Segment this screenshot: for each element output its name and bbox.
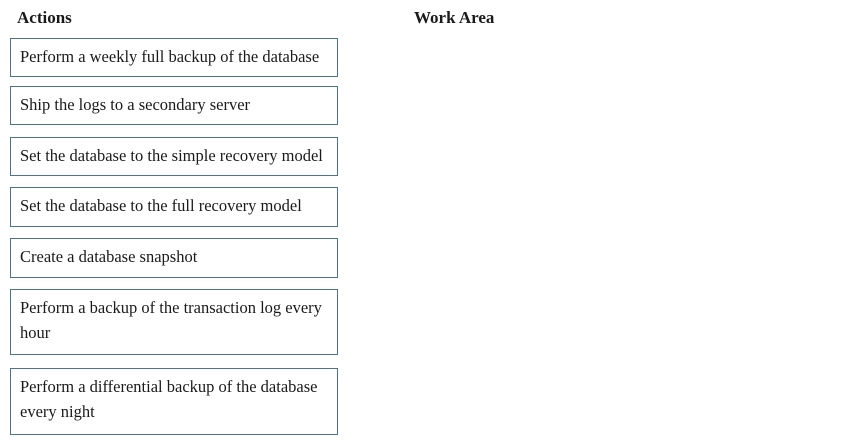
action-item-database-snapshot[interactable]: Create a database snapshot: [10, 238, 338, 278]
action-item-ship-logs[interactable]: Ship the logs to a secondary server: [10, 86, 338, 125]
action-item-hourly-log-backup[interactable]: Perform a backup of the transaction log …: [10, 289, 338, 355]
action-item-weekly-full-backup[interactable]: Perform a weekly full backup of the data…: [10, 38, 338, 77]
actions-heading: Actions: [17, 8, 72, 27]
work-area-heading: Work Area: [414, 8, 495, 27]
work-area-drop-zone[interactable]: [400, 34, 840, 434]
actions-list: Perform a weekly full backup of the data…: [10, 0, 339, 445]
action-item-nightly-differential-backup[interactable]: Perform a differential backup of the dat…: [10, 368, 338, 435]
action-item-full-recovery-model[interactable]: Set the database to the full recovery mo…: [10, 187, 338, 227]
action-item-simple-recovery-model[interactable]: Set the database to the simple recovery …: [10, 137, 338, 176]
